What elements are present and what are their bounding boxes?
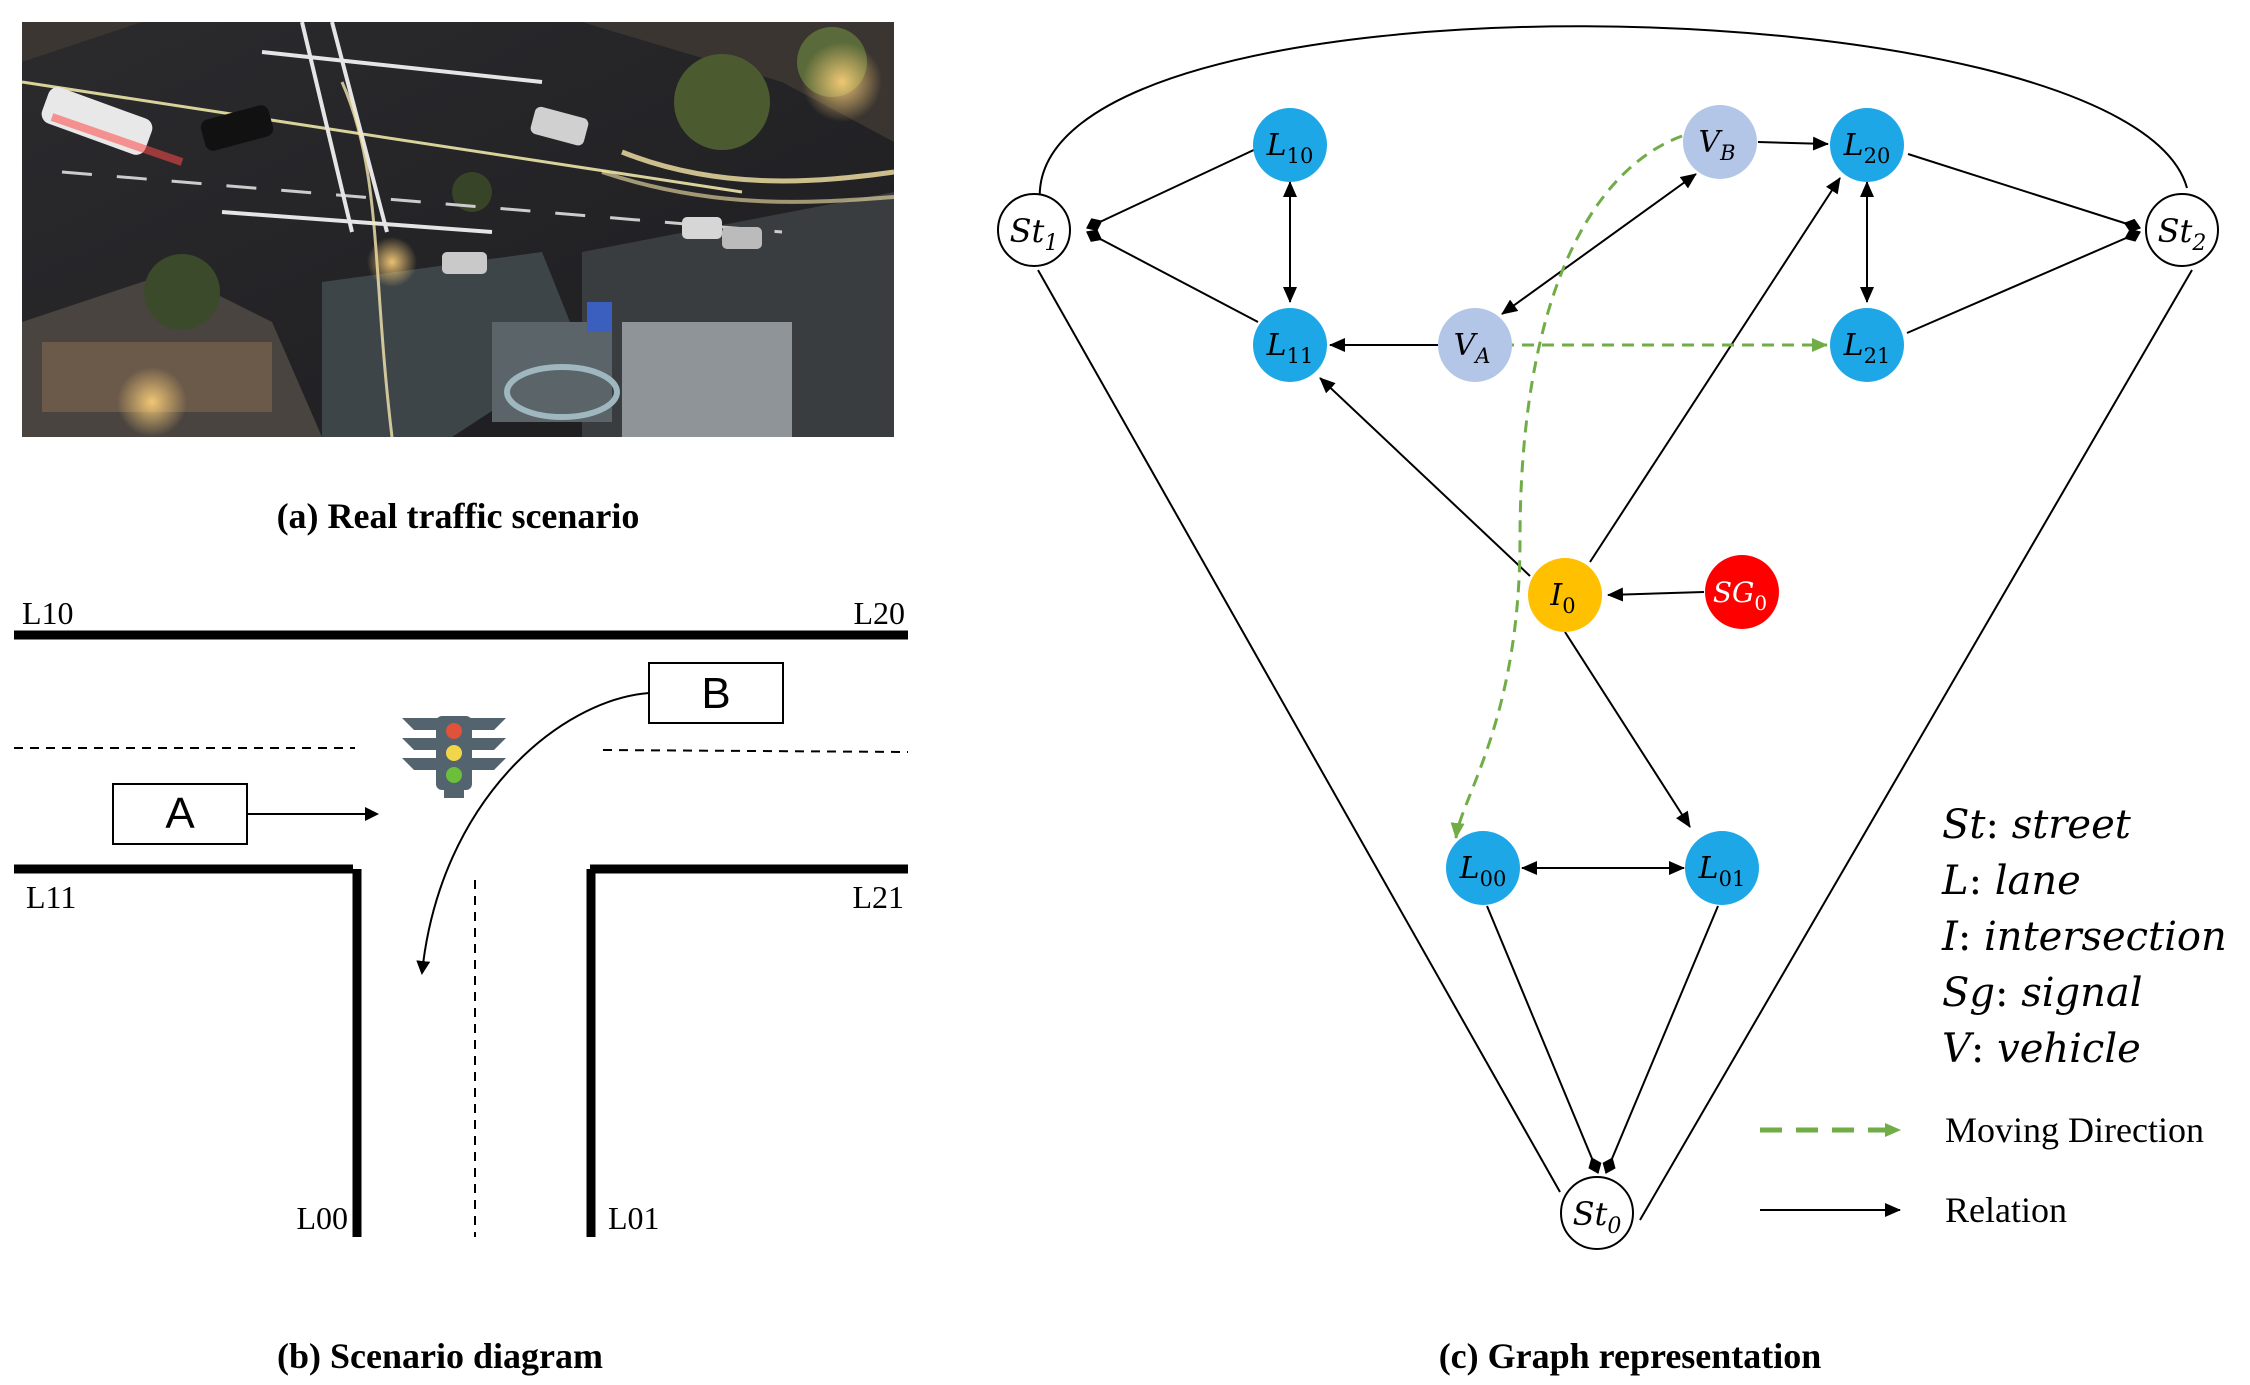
svg-text:SG0: SG0 bbox=[1713, 576, 1767, 615]
node-l00: L00 bbox=[1446, 831, 1520, 905]
caption-c: (c) Graph representation bbox=[1438, 1336, 1822, 1376]
lane-label-l10: L10 bbox=[22, 595, 74, 631]
legend-moving-label: Moving Direction bbox=[1945, 1110, 2204, 1150]
legend: St: street L: lane I: intersection Sg: s… bbox=[1760, 802, 2227, 1230]
svg-text:L20: L20 bbox=[1843, 128, 1891, 168]
scenario-diagram: A B L10 L20 L11 L21 L00 L01 bbox=[0, 580, 920, 1260]
node-l10: L10 bbox=[1253, 108, 1327, 182]
aerial-traffic-photo bbox=[21, 21, 895, 438]
lane-divider-right bbox=[602, 749, 909, 753]
lane-label-l11: L11 bbox=[26, 879, 76, 915]
node-l01: L01 bbox=[1685, 831, 1759, 905]
edge-i0-to-l20 bbox=[1589, 177, 1841, 563]
svg-text:L01: L01 bbox=[1698, 851, 1746, 891]
vehicle-b-arrow bbox=[416, 692, 650, 975]
real-traffic-photo bbox=[21, 21, 895, 438]
vehicle-a-label: A bbox=[165, 789, 195, 838]
edge-i0-to-l11 bbox=[1319, 377, 1531, 577]
edge-st2-st0 bbox=[1639, 269, 2193, 1221]
legend-signal: Sg: signal bbox=[1942, 970, 2143, 1016]
node-vb: VB bbox=[1683, 105, 1757, 179]
vehicle-a-box bbox=[112, 783, 248, 845]
legend-lane: L: lane bbox=[1941, 858, 2081, 904]
lane-label-l21: L21 bbox=[852, 879, 904, 915]
legend-relation-label: Relation bbox=[1945, 1190, 2067, 1230]
svg-text:St0: St0 bbox=[1573, 1195, 1622, 1239]
legend-vehicle: V: vehicle bbox=[1942, 1026, 2141, 1072]
lane-label-l01: L01 bbox=[608, 1200, 660, 1236]
node-l11: L11 bbox=[1253, 308, 1327, 382]
edge-l10-to-st1 bbox=[1086, 147, 1259, 231]
node-sg0: SG0 bbox=[1705, 555, 1779, 629]
node-st0: St0 bbox=[1560, 1176, 1634, 1250]
node-l21: L21 bbox=[1830, 308, 1904, 382]
edge-l11-to-st1 bbox=[1086, 229, 1259, 323]
vehicle-b-label: B bbox=[701, 669, 730, 718]
edge-i0-to-l01 bbox=[1564, 631, 1691, 828]
traffic-light-icon bbox=[402, 716, 506, 798]
node-st1: St1 bbox=[997, 193, 1071, 267]
caption-a: (a) Real traffic scenario bbox=[276, 496, 640, 536]
edge-sg0-to-i0 bbox=[1607, 587, 1705, 602]
caption-b: (b) Scenario diagram bbox=[277, 1336, 603, 1376]
svg-text:VB: VB bbox=[1698, 125, 1735, 165]
vehicle-b-box bbox=[648, 662, 784, 724]
lane-label-l00: L00 bbox=[296, 1200, 348, 1236]
lane-label-l20: L20 bbox=[853, 595, 905, 631]
edge-l21-to-st2 bbox=[1906, 228, 2141, 334]
edge-st1-st2-arc bbox=[1038, 25, 2188, 203]
edge-l20-to-st2 bbox=[1907, 153, 2141, 233]
node-i0: I0 bbox=[1528, 558, 1602, 632]
svg-text:L21: L21 bbox=[1843, 328, 1891, 368]
edge-l01-to-st0 bbox=[1602, 905, 1719, 1174]
graph-representation: St1 St2 St0 L10 L11 L20 L21 L00 bbox=[960, 20, 2250, 1270]
node-va: VA bbox=[1438, 308, 1512, 382]
svg-text:L10: L10 bbox=[1266, 128, 1314, 168]
edge-l00-to-st0 bbox=[1486, 905, 1602, 1174]
edge-st1-st0 bbox=[1037, 269, 1561, 1193]
edge-vb-to-l20 bbox=[1757, 136, 1829, 151]
svg-text:L11: L11 bbox=[1266, 328, 1314, 368]
svg-text:I0: I0 bbox=[1549, 578, 1575, 618]
legend-intersection: I: intersection bbox=[1941, 914, 2227, 960]
moving-vb-to-l00 bbox=[1450, 134, 1683, 839]
svg-text:L00: L00 bbox=[1459, 851, 1507, 891]
node-l20: L20 bbox=[1830, 108, 1904, 182]
node-st2: St2 bbox=[2145, 193, 2219, 267]
legend-street: St: street bbox=[1942, 802, 2132, 848]
svg-text:St2: St2 bbox=[2158, 212, 2207, 256]
svg-text:VA: VA bbox=[1454, 328, 1491, 368]
edge-va-vb bbox=[1501, 173, 1697, 315]
svg-text:St1: St1 bbox=[1010, 212, 1059, 256]
